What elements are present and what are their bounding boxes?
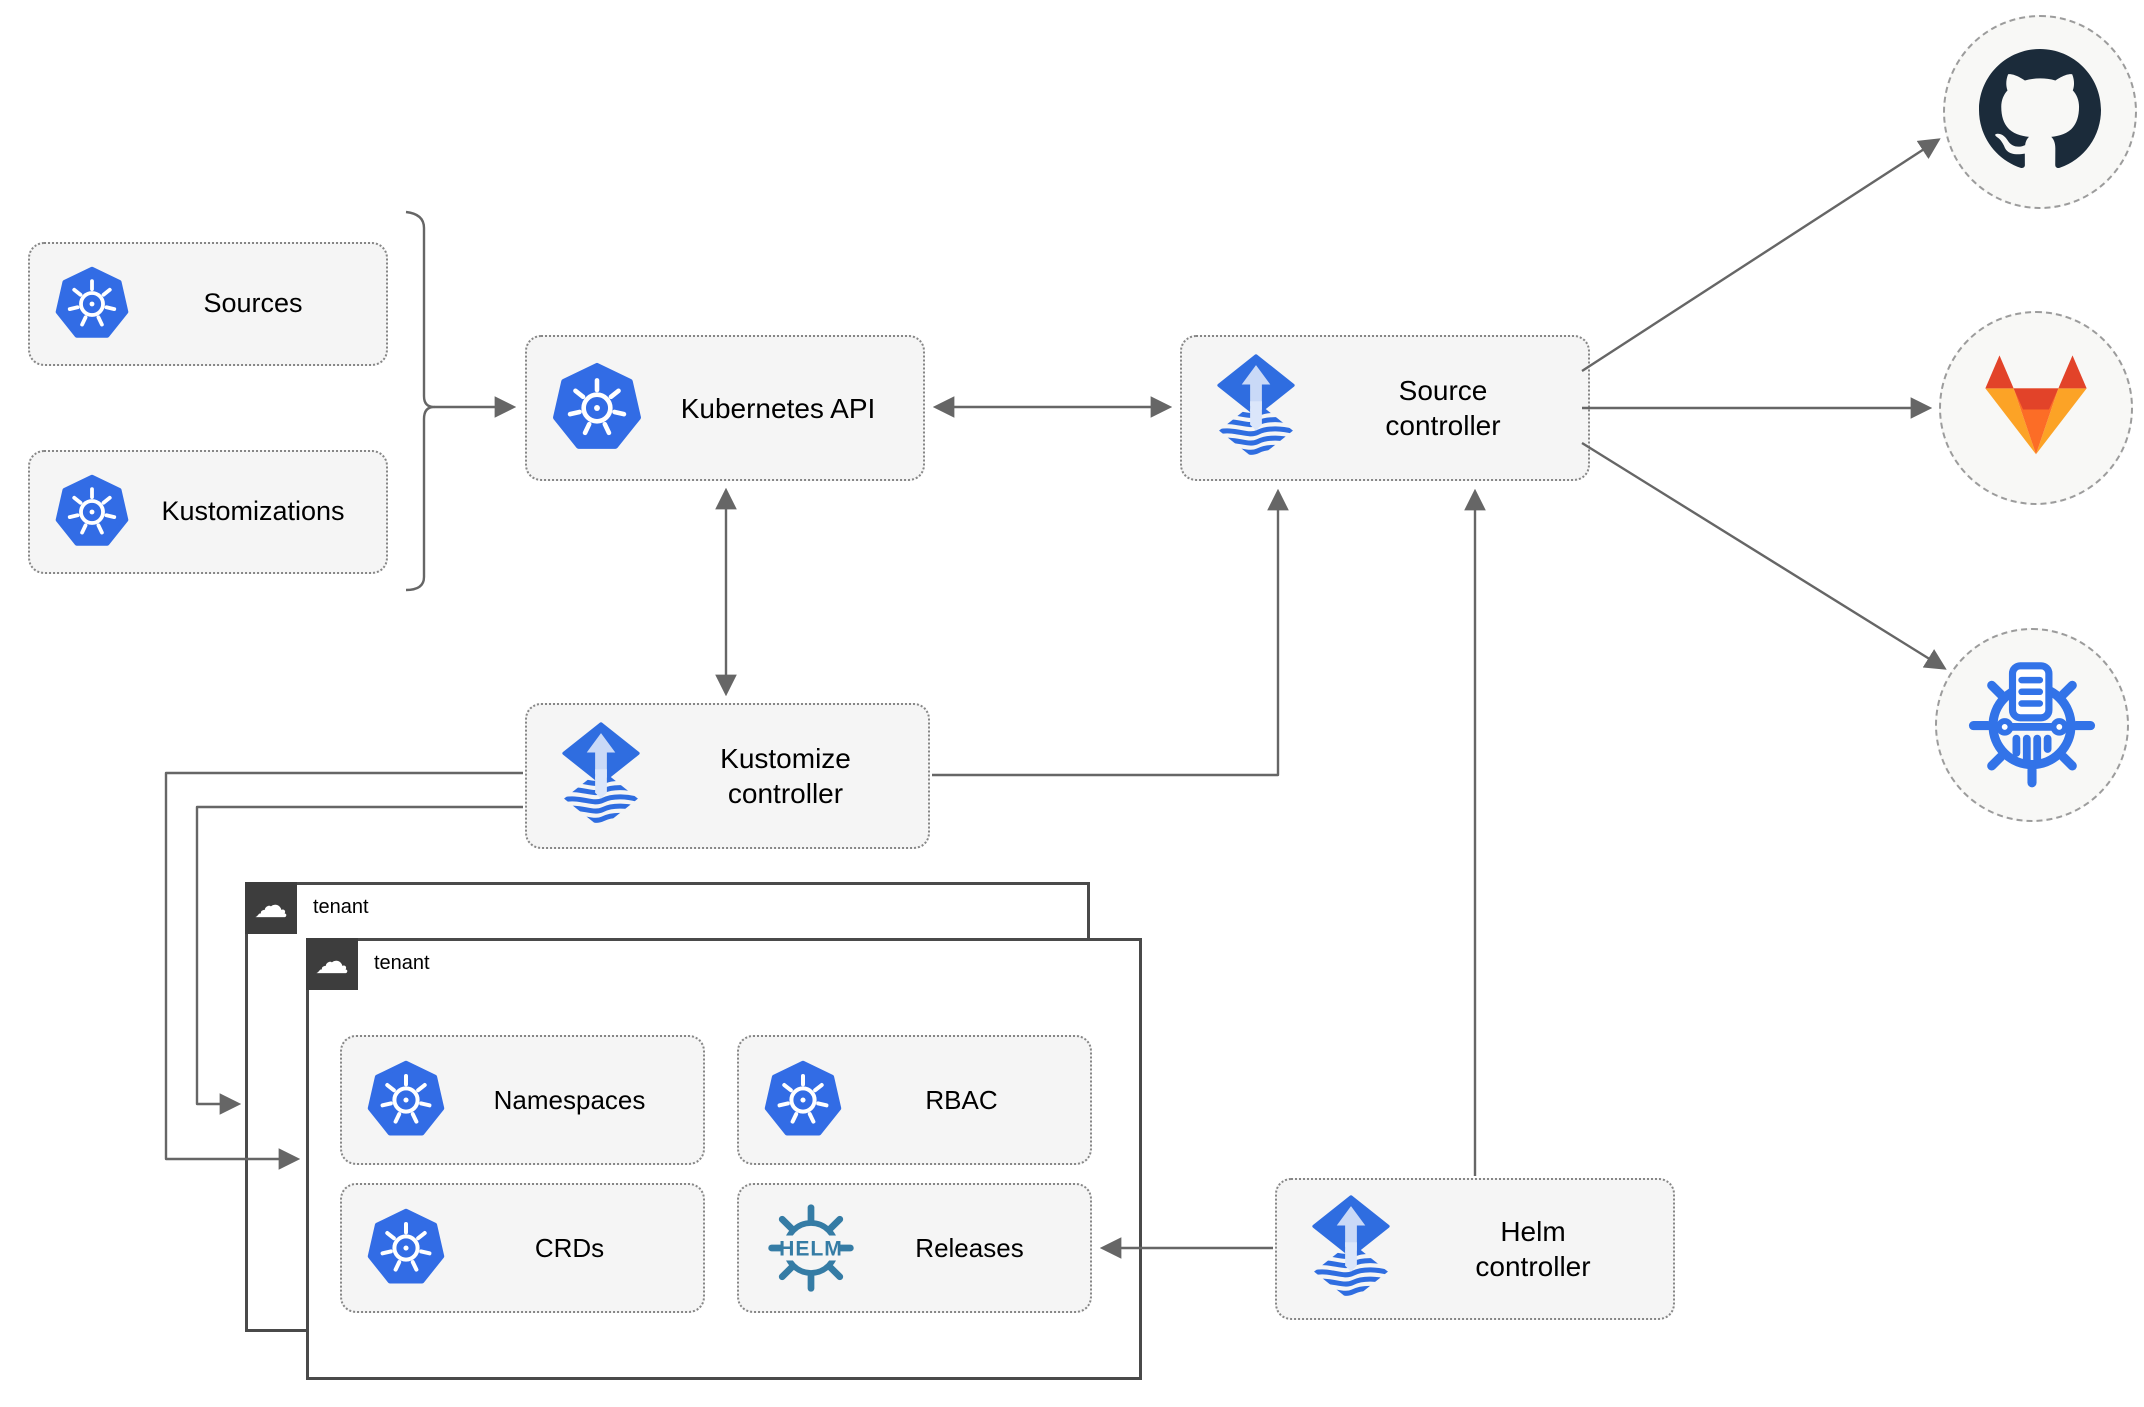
source-controller-label: Source controller bbox=[1385, 375, 1501, 441]
kubernetes-icon bbox=[54, 266, 130, 342]
crds-label: CRDs bbox=[534, 1232, 605, 1263]
tenant-front-label: tenant bbox=[374, 952, 430, 974]
kubernetes-icon bbox=[54, 474, 130, 550]
cloud-icon: ☁ bbox=[315, 943, 349, 981]
rbac-label: RBAC bbox=[925, 1084, 998, 1115]
gitlab-icon bbox=[1977, 353, 2095, 464]
arrow-source-to-kustomize-manifests bbox=[1581, 441, 1947, 670]
kubernetes-icon bbox=[551, 362, 643, 454]
arrow-source-to-github bbox=[1581, 138, 1941, 373]
cloud-icon: ☁ bbox=[254, 887, 288, 925]
kustomizations-box: Kustomizations bbox=[28, 450, 388, 574]
kustomize-manifests-circle bbox=[1935, 628, 2129, 822]
kubernetes-icon bbox=[366, 1208, 446, 1288]
rbac-box: RBAC bbox=[737, 1035, 1092, 1165]
flux-icon bbox=[559, 722, 643, 830]
releases-label: Releases bbox=[915, 1232, 1024, 1263]
flux-icon bbox=[1309, 1195, 1393, 1303]
crds-box: CRDs bbox=[340, 1183, 705, 1313]
kubernetes-icon bbox=[366, 1060, 446, 1140]
arrow-kustomize-to-source-controller bbox=[932, 488, 1289, 777]
flux-icon bbox=[1214, 354, 1298, 462]
kubernetes-icon bbox=[763, 1060, 843, 1140]
namespaces-label: Namespaces bbox=[493, 1084, 646, 1115]
github-icon bbox=[1979, 49, 2101, 176]
kustomizations-label: Kustomizations bbox=[161, 496, 345, 527]
tenant-front-tab: ☁ bbox=[306, 938, 358, 990]
kubernetes-api-box: Kubernetes API bbox=[525, 335, 925, 481]
helm-logo-text: HELM bbox=[779, 1238, 843, 1261]
releases-box: HELM Releases bbox=[737, 1183, 1092, 1313]
tenant-back-tab: ☁ bbox=[245, 882, 297, 934]
sources-label: Sources bbox=[203, 288, 303, 319]
helm-controller-box: Helm controller bbox=[1275, 1178, 1675, 1320]
kustomize-icon bbox=[1967, 658, 2097, 793]
sources-box: Sources bbox=[28, 242, 388, 366]
source-controller-box: Source controller bbox=[1180, 335, 1590, 481]
helm-controller-label: Helm controller bbox=[1475, 1216, 1591, 1282]
gitlab-circle bbox=[1939, 311, 2133, 505]
github-circle bbox=[1943, 15, 2137, 209]
kustomize-controller-box: Kustomize controller bbox=[525, 703, 930, 849]
helm-icon: HELM bbox=[763, 1200, 859, 1296]
bracket-sources-kustomizations bbox=[405, 210, 436, 592]
kubernetes-api-label: Kubernetes API bbox=[680, 392, 876, 424]
tenant-back-label: tenant bbox=[313, 896, 369, 918]
namespaces-box: Namespaces bbox=[340, 1035, 705, 1165]
kustomize-controller-label: Kustomize controller bbox=[720, 743, 851, 809]
